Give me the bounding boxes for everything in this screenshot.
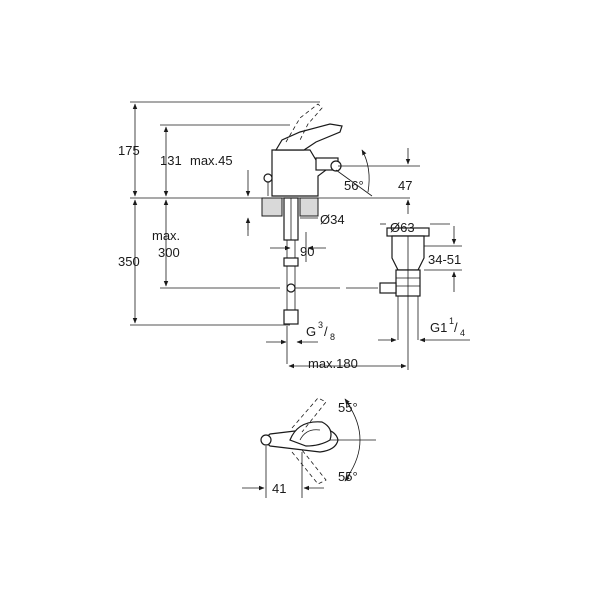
- top-lever-swing-up: [291, 397, 327, 433]
- top-lever-swing-down: [291, 449, 327, 485]
- waste-rod-connector: [379, 282, 397, 294]
- angle-55-top-label: 55°: [338, 400, 358, 415]
- thread-g38-base: G: [306, 324, 316, 339]
- dim-47-label: 47: [398, 178, 412, 193]
- thread-g114-num: 1: [449, 316, 454, 326]
- thread-g114-slash: /: [454, 320, 458, 335]
- lever-swing-outline: [285, 103, 323, 143]
- thread-g38-den: 8: [330, 332, 335, 342]
- dim-34-label: Ø34: [320, 212, 345, 227]
- hose-coupling: [286, 283, 296, 293]
- dim-350-label: 350: [118, 254, 140, 269]
- top-view: 55° 55° 41: [242, 397, 376, 498]
- faucet-body: [263, 103, 343, 197]
- lever-handle: [274, 123, 343, 151]
- thread-g114-base: G1: [430, 320, 447, 335]
- dim-63-label: Ø63: [390, 220, 415, 235]
- spray-line: [335, 169, 373, 197]
- thread-g114-den: 4: [460, 328, 465, 338]
- dim-3451-label: 34-51: [428, 252, 461, 267]
- rotation-arc-arrow-bottom: [344, 473, 351, 482]
- dim-max180-label: max.180: [308, 356, 358, 371]
- angle-56-label: 56°: [344, 178, 364, 193]
- dim-175-label: 175: [118, 143, 140, 158]
- rotation-arc-arrow-top: [344, 398, 351, 407]
- top-lever: [289, 421, 332, 447]
- angle-55-bottom-label: 55°: [338, 469, 358, 484]
- top-lever-detail: [299, 429, 321, 441]
- popup-knob: [263, 173, 273, 183]
- dim-131-label: 131: [160, 153, 182, 168]
- hose-nut-lower: [283, 309, 299, 325]
- dim-90-label: 90: [300, 244, 314, 259]
- counter-left-section: [261, 197, 283, 217]
- dim-41-label: 41: [272, 481, 286, 496]
- dim-max300-label-top: max.: [152, 228, 180, 243]
- hose-nut-upper: [283, 257, 299, 267]
- spray-angle-arc: [361, 149, 370, 193]
- counter-right-section: [299, 197, 319, 217]
- thread-g38-slash: /: [324, 324, 328, 339]
- faucet-body-shape: [271, 149, 327, 197]
- dim-max300-label-bottom: 300: [158, 245, 180, 260]
- thread-g38-num: 3: [318, 320, 323, 330]
- side-view: 175 131 max.45 350 max. 300: [118, 101, 470, 371]
- top-popup-knob: [260, 434, 272, 446]
- dim-max45-label: max.45: [190, 153, 233, 168]
